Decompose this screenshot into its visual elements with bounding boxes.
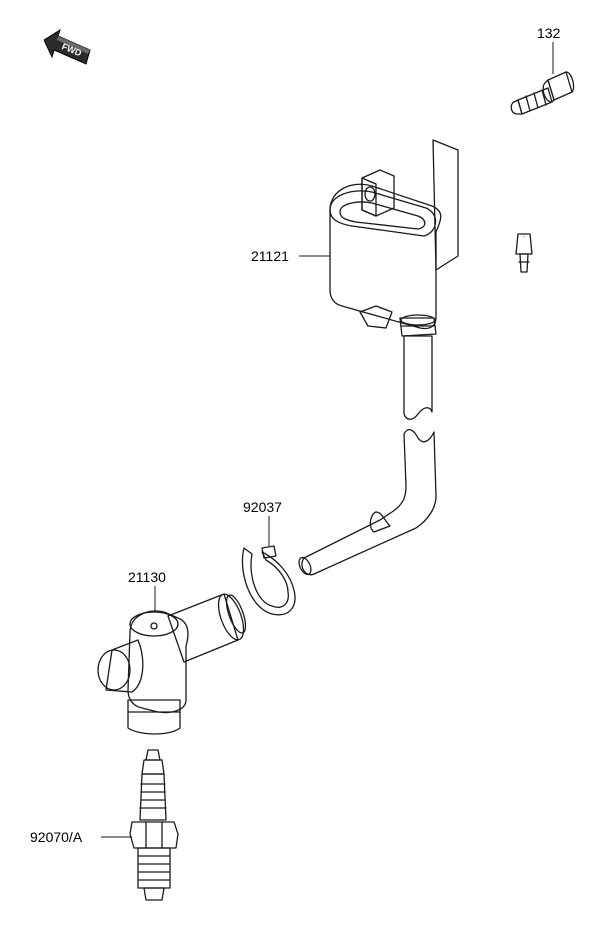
callout-spark-plug: 92070/A	[30, 829, 83, 845]
callout-clamp: 92037	[243, 499, 282, 515]
bolt	[510, 71, 575, 115]
fwd-arrow-icon: FWD	[43, 28, 91, 65]
high-tension-lead	[298, 335, 437, 576]
callout-ignition-coil: 21121	[251, 248, 289, 264]
spark-plug	[129, 749, 179, 901]
ignition-coil	[329, 122, 533, 337]
callout-bolt: 132	[537, 25, 561, 41]
spark-plug-cap	[97, 593, 247, 735]
callout-plug-cap: 21130	[128, 569, 166, 585]
clamp	[241, 545, 296, 616]
